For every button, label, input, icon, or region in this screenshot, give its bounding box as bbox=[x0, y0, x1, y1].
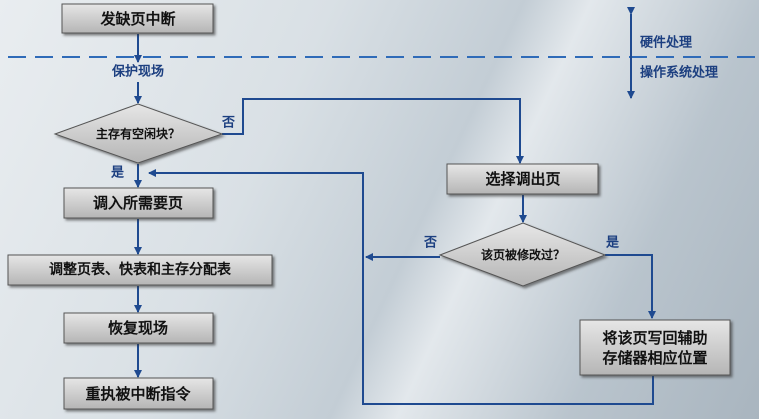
node-page-fault: 发缺页中断 bbox=[61, 3, 214, 34]
zone-hardware-label: 硬件处理 bbox=[640, 35, 692, 51]
svg-text:存储器相应位置: 存储器相应位置 bbox=[602, 349, 707, 367]
zone-os-label: 操作系统处理 bbox=[640, 65, 718, 81]
edge-loop-back bbox=[148, 169, 654, 405]
node-restore-context: 恢复现场 bbox=[63, 312, 214, 344]
edge-q1-no bbox=[222, 98, 524, 164]
svg-text:该页被修改过？: 该页被修改过？ bbox=[481, 247, 565, 262]
svg-text:发缺页中断: 发缺页中断 bbox=[99, 10, 175, 28]
label-yes-1: 是 bbox=[110, 166, 125, 181]
node-free-block-question: 主存有空闲块？ bbox=[53, 103, 224, 164]
node-load-page: 调入所需要页 bbox=[63, 187, 214, 219]
label-no-1: 否 bbox=[221, 116, 235, 131]
svg-text:选择调出页: 选择调出页 bbox=[485, 170, 560, 188]
svg-text:调入所需要页: 调入所需要页 bbox=[93, 194, 183, 212]
label-yes-2: 是 bbox=[605, 236, 620, 251]
node-modified-question: 该页被修改过？ bbox=[438, 222, 607, 287]
node-re-execute: 重执被中断指令 bbox=[63, 377, 214, 410]
svg-text:恢复现场: 恢复现场 bbox=[108, 319, 168, 337]
edge-q2-yes bbox=[605, 254, 656, 319]
svg-text:主存有空闲块？: 主存有空闲块？ bbox=[96, 126, 180, 141]
label-no-2: 否 bbox=[423, 236, 437, 251]
node-write-back: 将该页写回辅助 存储器相应位置 bbox=[579, 319, 731, 376]
svg-text:重执被中断指令: 重执被中断指令 bbox=[85, 385, 191, 403]
svg-text:调整页表、快表和主存分配表: 调整页表、快表和主存分配表 bbox=[49, 261, 232, 278]
node-update-tables: 调整页表、快表和主存分配表 bbox=[7, 254, 273, 286]
node-save-context: 保护现场 bbox=[111, 64, 164, 80]
node-select-victim: 选择调出页 bbox=[446, 163, 599, 195]
svg-text:将该页写回辅助: 将该页写回辅助 bbox=[602, 329, 707, 347]
